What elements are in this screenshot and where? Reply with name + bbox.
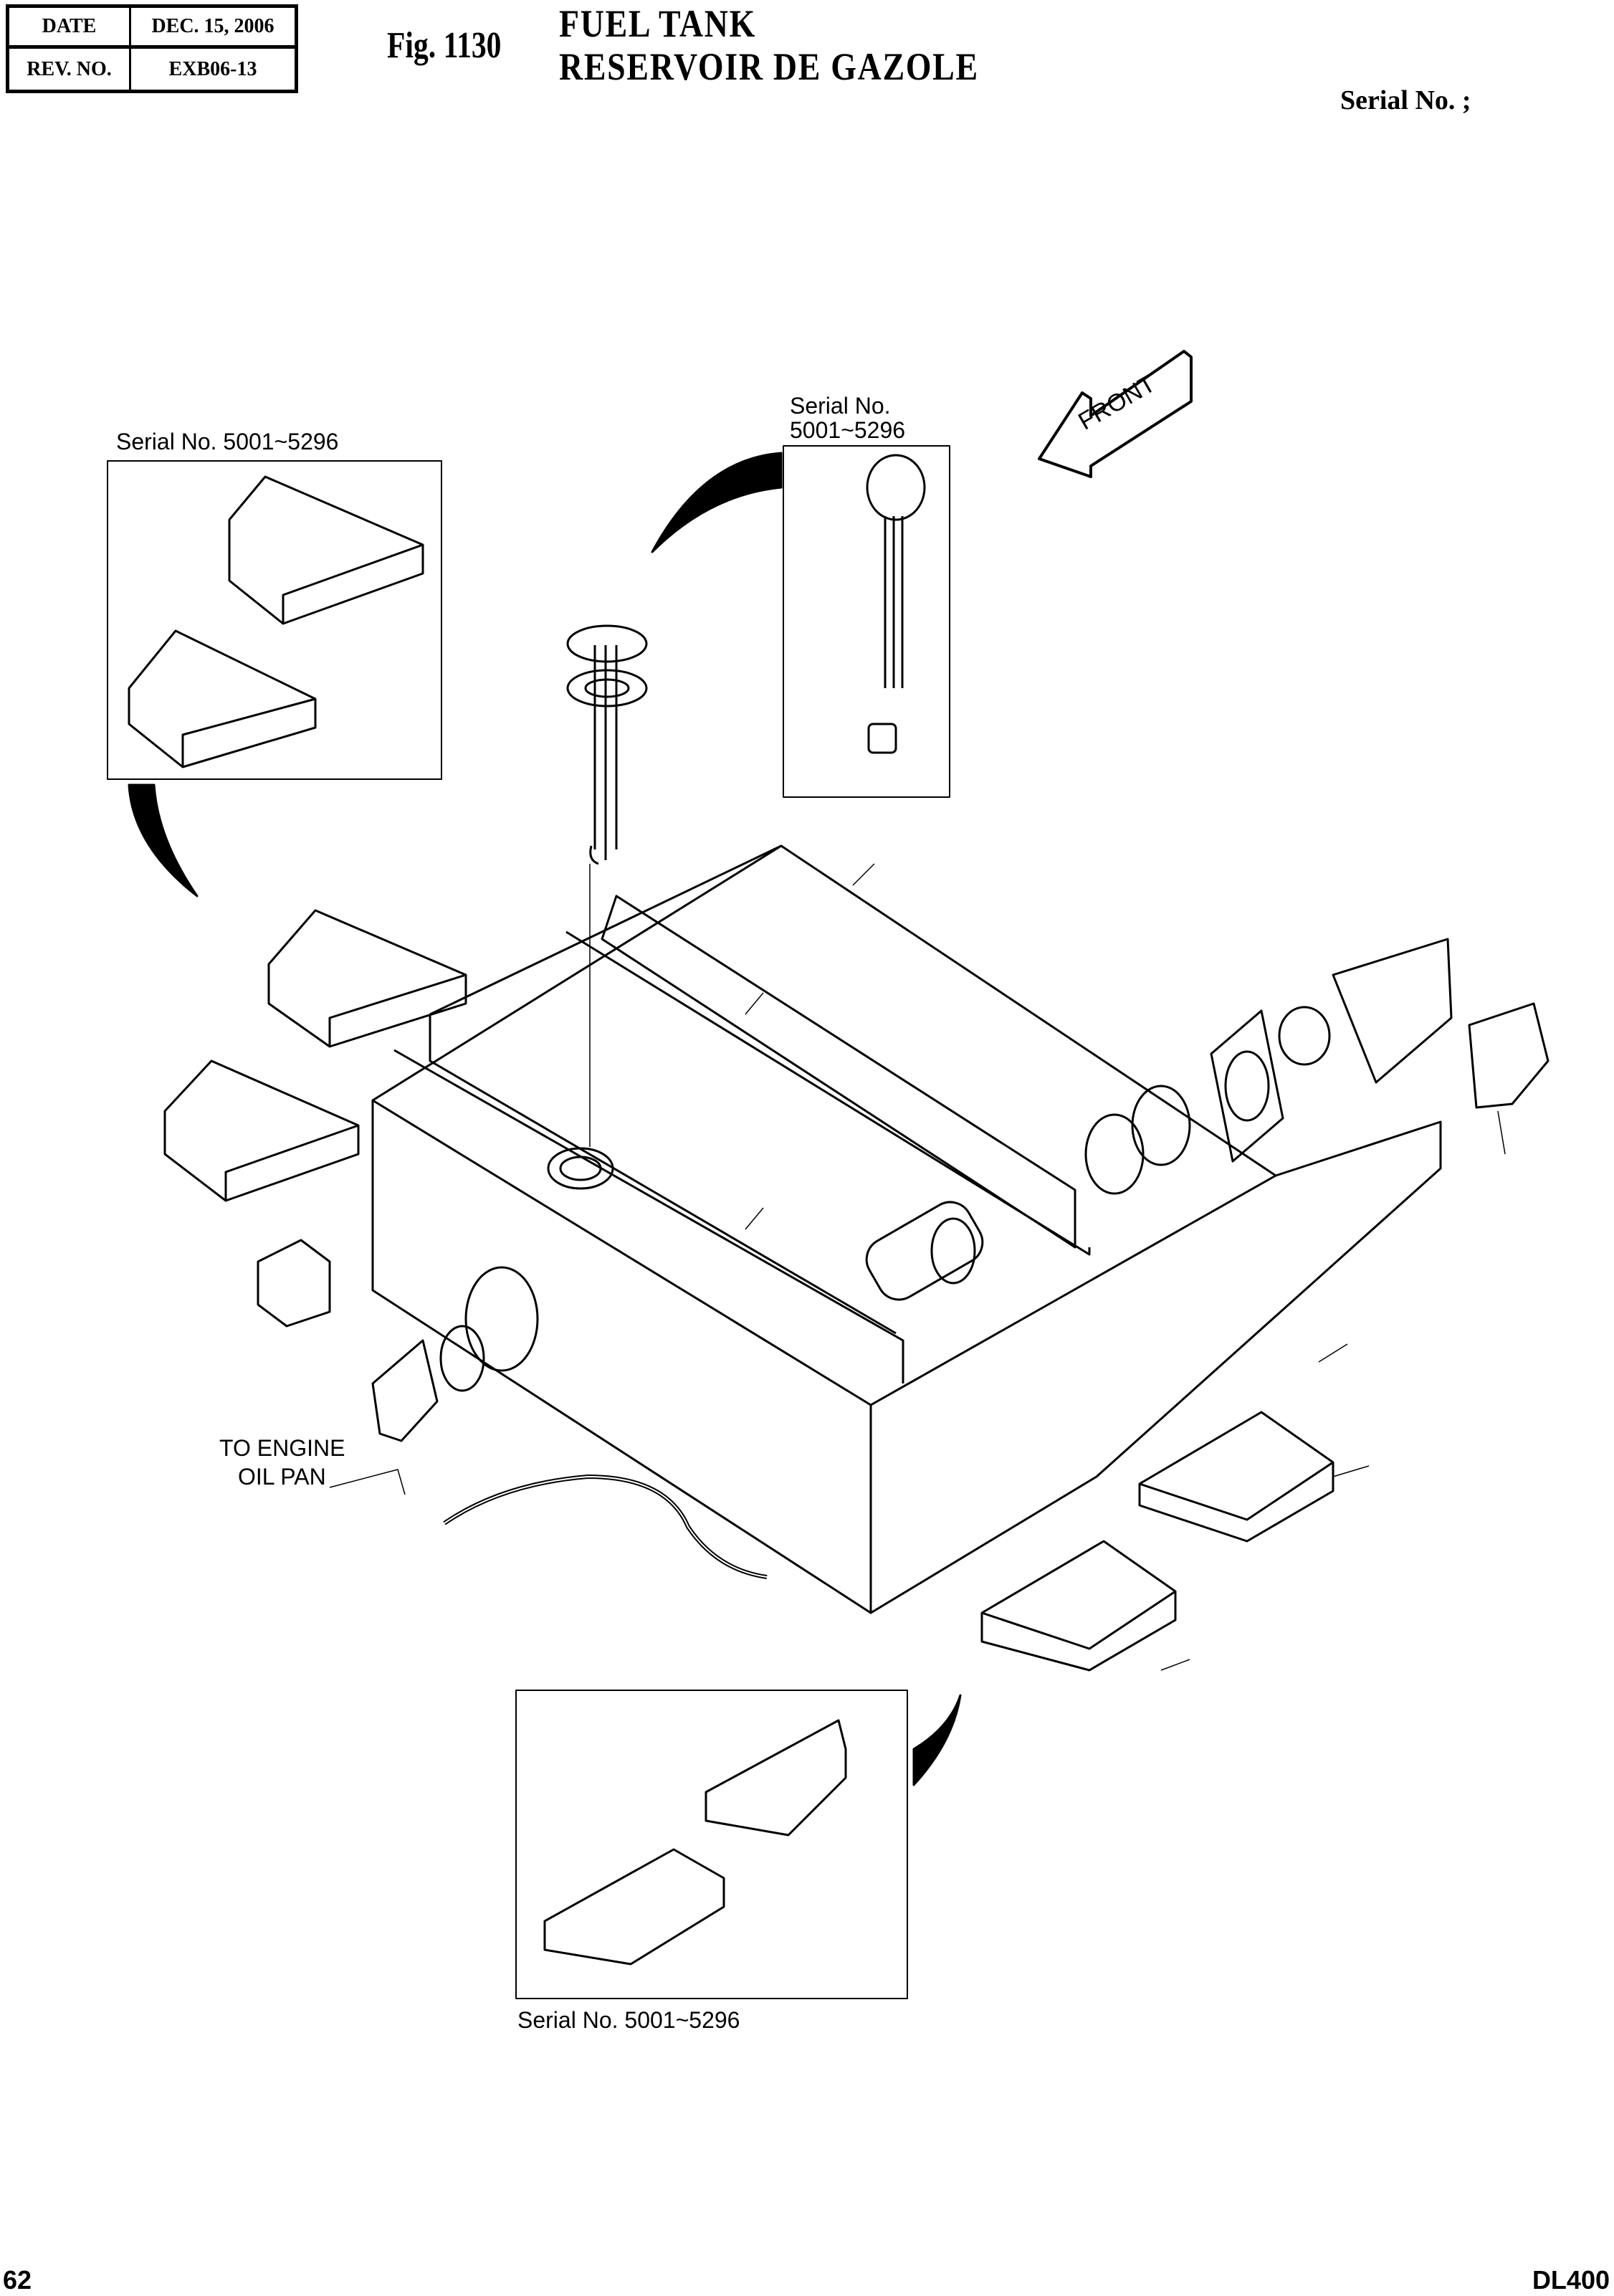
inset-step-upper: [228, 475, 424, 625]
engine-note-leader: [329, 1469, 406, 1495]
filler-neck-assembly: [1084, 938, 1549, 1195]
fuel-sender-unit: [566, 624, 648, 1147]
inset-top-center-serial-line2: 5001~5296: [790, 417, 906, 443]
engine-note-line1: TO ENGINE: [219, 1435, 345, 1461]
pointer-arrow-top-center: [651, 452, 783, 553]
title-french: RESERVOIR DE GAZOLE: [559, 45, 979, 88]
front-arrow-icon: [1038, 350, 1193, 478]
pointer-arrow-top-left: [128, 783, 199, 897]
title-english: FUEL TANK: [559, 2, 757, 45]
step-left-lower: [163, 1059, 360, 1202]
fuel-tank-body: [371, 844, 1442, 1614]
model-name: DL400: [1532, 2265, 1610, 2295]
date-value: DEC. 15, 2006: [151, 15, 274, 37]
step-right-upper: [1138, 1411, 1334, 1543]
step-left-upper: [267, 909, 467, 1048]
figure-number: Fig. 1130: [387, 25, 502, 66]
inset-top-left-serial: Serial No. 5001~5296: [116, 429, 339, 454]
inset-box-top-center: [783, 445, 950, 798]
pointer-arrow-bottom: [912, 1694, 962, 1786]
rev-label: REV. NO.: [9, 49, 131, 90]
inset-step-bottom-lower: [543, 1848, 725, 1966]
inset-box-bottom: [515, 1690, 908, 1999]
inset-bottom-serial: Serial No. 5001~5296: [517, 2007, 740, 2033]
leader-lines: [745, 863, 1506, 1671]
inset-step-bottom-upper: [705, 1719, 847, 1837]
inset-sender-unit: [866, 454, 926, 754]
drain-cover: [371, 1266, 539, 1442]
inset-step-lower: [128, 629, 317, 768]
serial-number-header: Serial No. ;: [1340, 85, 1471, 115]
side-bracket: [257, 1239, 331, 1328]
engine-note-line2: OIL PAN: [238, 1464, 326, 1490]
inset-box-top-left: [107, 460, 442, 780]
rev-value: EXB06-13: [168, 57, 257, 80]
inset-top-center-serial-line1: Serial No.: [790, 393, 891, 419]
revision-table: DATE DEC. 15, 2006 REV. NO. EXB06-13: [6, 4, 298, 93]
page-number: 62: [3, 2265, 32, 2295]
fuel-hose: [443, 1475, 768, 1579]
date-label: DATE: [9, 8, 131, 45]
step-right-lower: [980, 1540, 1177, 1672]
